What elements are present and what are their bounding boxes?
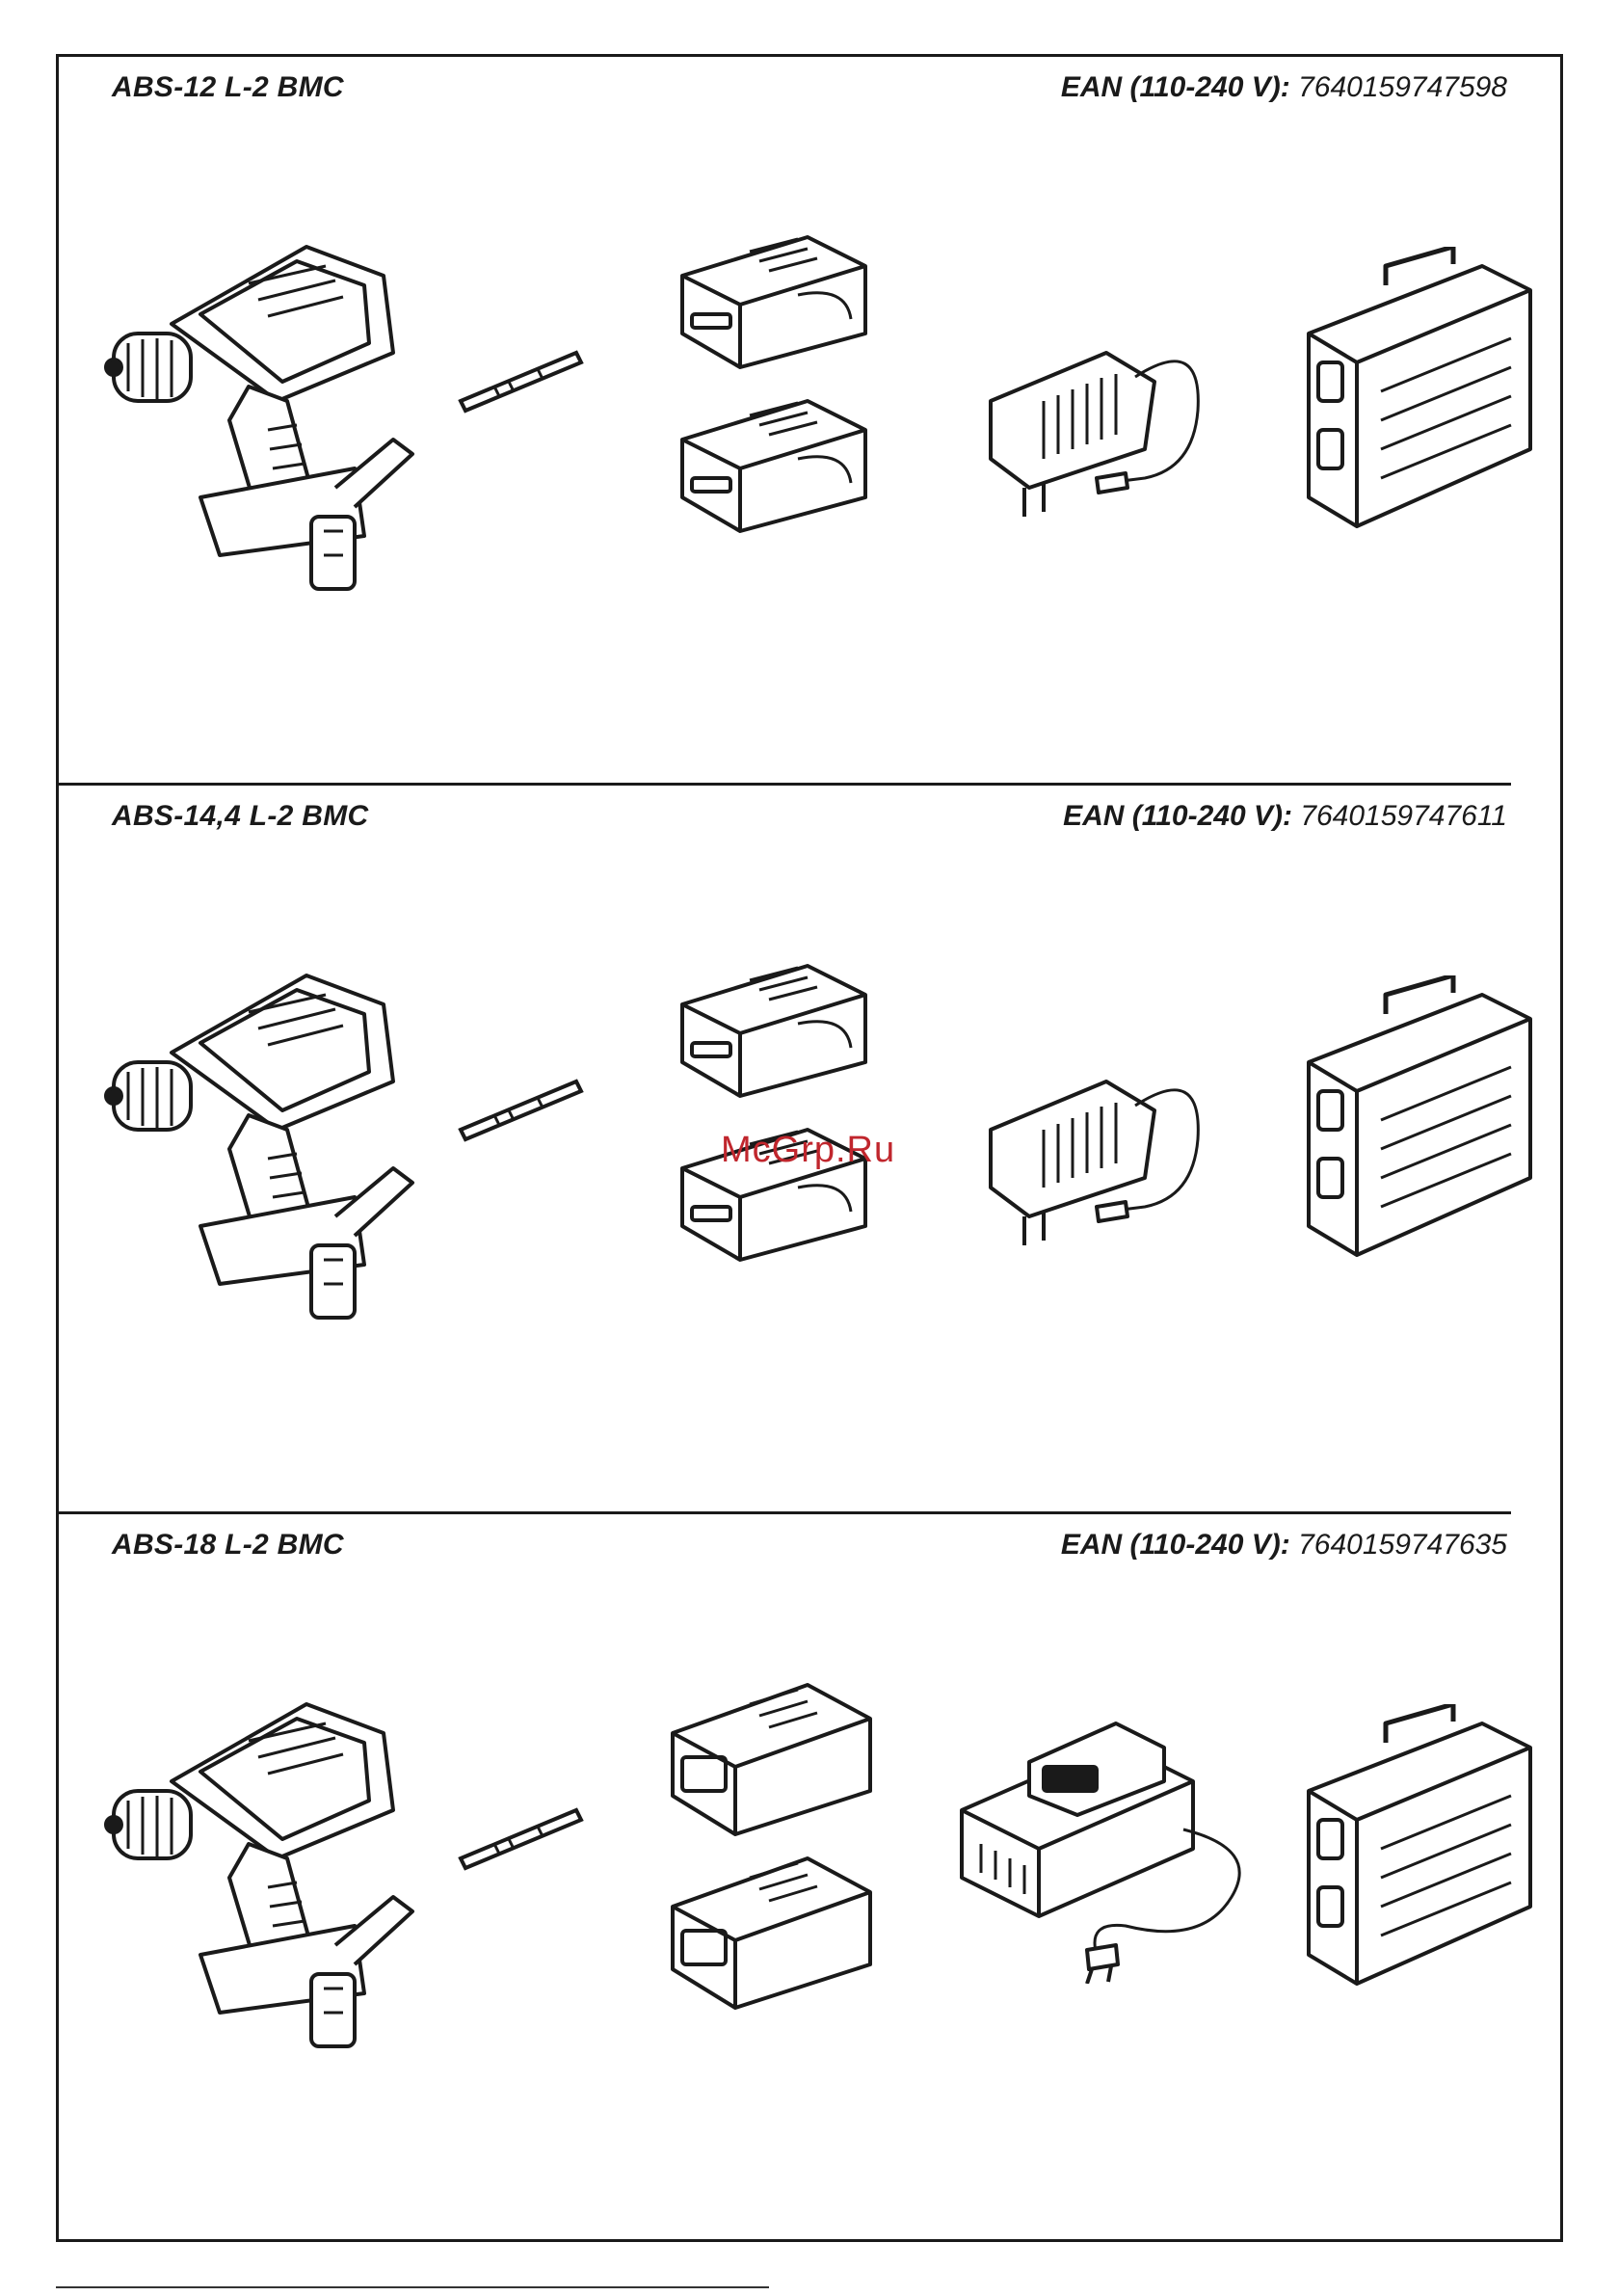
drill-icon (104, 1666, 432, 2051)
ean-value: 7640159747598 (1298, 71, 1507, 103)
screwdriver-bit-icon (451, 1062, 586, 1159)
watermark: McGrp.Ru (721, 1130, 895, 1171)
battery-pack-icon (653, 1849, 885, 2013)
drill-icon (104, 937, 432, 1322)
ean-label: EAN (110-240 V): (1063, 800, 1292, 832)
carrying-case-icon (1289, 1704, 1540, 1993)
screwdriver-bit-icon (451, 334, 586, 430)
drill-icon (104, 208, 432, 594)
ean-label: EAN (110-240 V): (1061, 1529, 1290, 1561)
battery-pack-icon (663, 227, 885, 372)
kit-items (104, 208, 1550, 594)
ean-line: EAN (110-240 V): 7640159747635 (1061, 1529, 1507, 1562)
model-name: ABS-14,4 L-2 BMC (112, 800, 369, 833)
ean-value: 7640159747635 (1298, 1529, 1507, 1561)
charger-adapter-icon (971, 334, 1222, 526)
carrying-case-icon (1289, 247, 1540, 536)
battery-pack-icon (653, 1675, 885, 1839)
battery-pack-icon (663, 391, 885, 536)
ean-line: EAN (110-240 V): 7640159747611 (1063, 800, 1507, 833)
charger-adapter-icon (971, 1062, 1222, 1255)
kit-items (104, 1666, 1550, 2051)
product-section-1: ABS-12 L-2 BMC EAN (110-240 V): 76401597… (56, 54, 1563, 783)
footer-rule (56, 2286, 769, 2288)
carrying-case-icon (1289, 975, 1540, 1265)
model-name: ABS-12 L-2 BMC (112, 71, 344, 104)
ean-value: 7640159747611 (1300, 800, 1507, 832)
battery-pack-icon (663, 956, 885, 1101)
screwdriver-bit-icon (451, 1791, 586, 1887)
ean-line: EAN (110-240 V): 7640159747598 (1061, 71, 1507, 104)
ean-label: EAN (110-240 V): (1061, 71, 1290, 103)
model-name: ABS-18 L-2 BMC (112, 1529, 344, 1562)
product-section-3: ABS-18 L-2 BMC EAN (110-240 V): 76401597… (56, 1511, 1563, 2240)
charger-dock-icon (952, 1704, 1260, 1984)
